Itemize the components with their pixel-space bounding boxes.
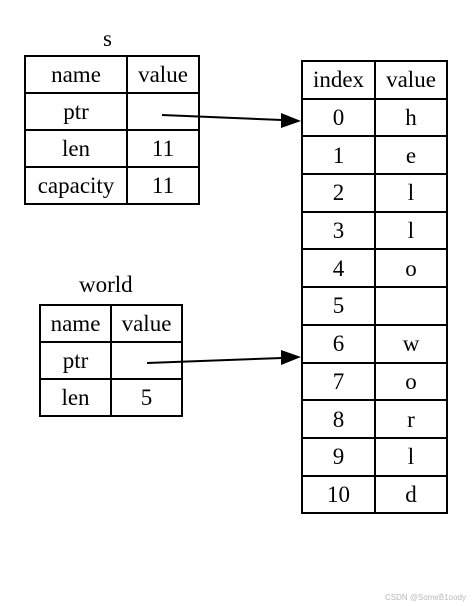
table-header-row: index value xyxy=(301,60,448,100)
header-index-cell: index xyxy=(301,60,376,100)
byte-value-cell: h xyxy=(374,97,448,138)
index-cell: 2 xyxy=(301,173,376,213)
header-name-cell: name xyxy=(39,304,112,343)
index-cell: 8 xyxy=(301,399,376,439)
byte-value-cell: l xyxy=(374,210,448,251)
index-cell: 10 xyxy=(301,474,376,515)
table-header-row: name value xyxy=(39,304,183,343)
watermark: CSDN @SomeB1oody xyxy=(384,593,466,602)
field-name-cell: len xyxy=(24,129,128,168)
byte-value-cell: r xyxy=(374,399,448,439)
byte-value-cell xyxy=(374,286,448,326)
index-cell: 0 xyxy=(301,97,376,138)
table-row: ptr xyxy=(39,341,183,380)
byte-value-cell: o xyxy=(374,248,448,289)
field-value-cell: 11 xyxy=(126,129,200,168)
index-cell: 1 xyxy=(301,135,376,176)
field-value-cell xyxy=(110,341,183,380)
index-cell: 9 xyxy=(301,436,376,477)
table-header-row: name value xyxy=(24,55,200,94)
field-value-cell: 5 xyxy=(110,378,183,417)
world-variable-title: world xyxy=(79,272,133,297)
s-variable-table: name value ptr len 11 capacity 11 xyxy=(24,55,200,205)
index-cell: 6 xyxy=(301,323,376,364)
byte-value-cell: w xyxy=(374,323,448,364)
s-variable-title: s xyxy=(103,26,112,51)
header-value-cell: value xyxy=(374,60,448,100)
index-cell: 5 xyxy=(301,286,376,326)
field-name-cell: len xyxy=(39,378,112,417)
header-value-cell: value xyxy=(126,55,200,94)
index-cell: 4 xyxy=(301,248,376,289)
header-name-cell: name xyxy=(24,55,128,94)
table-row: capacity 11 xyxy=(24,166,200,205)
field-value-cell: 11 xyxy=(126,166,200,205)
world-ptr-arrow-head xyxy=(281,350,301,365)
byte-value-cell: l xyxy=(374,173,448,213)
table-row: len 11 xyxy=(24,129,200,168)
byte-value-cell: d xyxy=(374,474,448,515)
byte-value-cell: l xyxy=(374,436,448,477)
byte-value-cell: e xyxy=(374,135,448,176)
index-cell: 7 xyxy=(301,361,376,402)
byte-value-cell: o xyxy=(374,361,448,402)
index-cell: 3 xyxy=(301,210,376,251)
table-row: len 5 xyxy=(39,378,183,417)
field-name-cell: ptr xyxy=(39,341,112,380)
s-ptr-arrow-head xyxy=(281,113,301,128)
field-value-cell xyxy=(126,92,200,131)
field-name-cell: capacity xyxy=(24,166,128,205)
world-variable-table: name value ptr len 5 xyxy=(39,304,183,417)
table-row: ptr xyxy=(24,92,200,131)
header-value-cell: value xyxy=(110,304,183,343)
memory-row: 5 xyxy=(301,286,448,326)
field-name-cell: ptr xyxy=(24,92,128,131)
